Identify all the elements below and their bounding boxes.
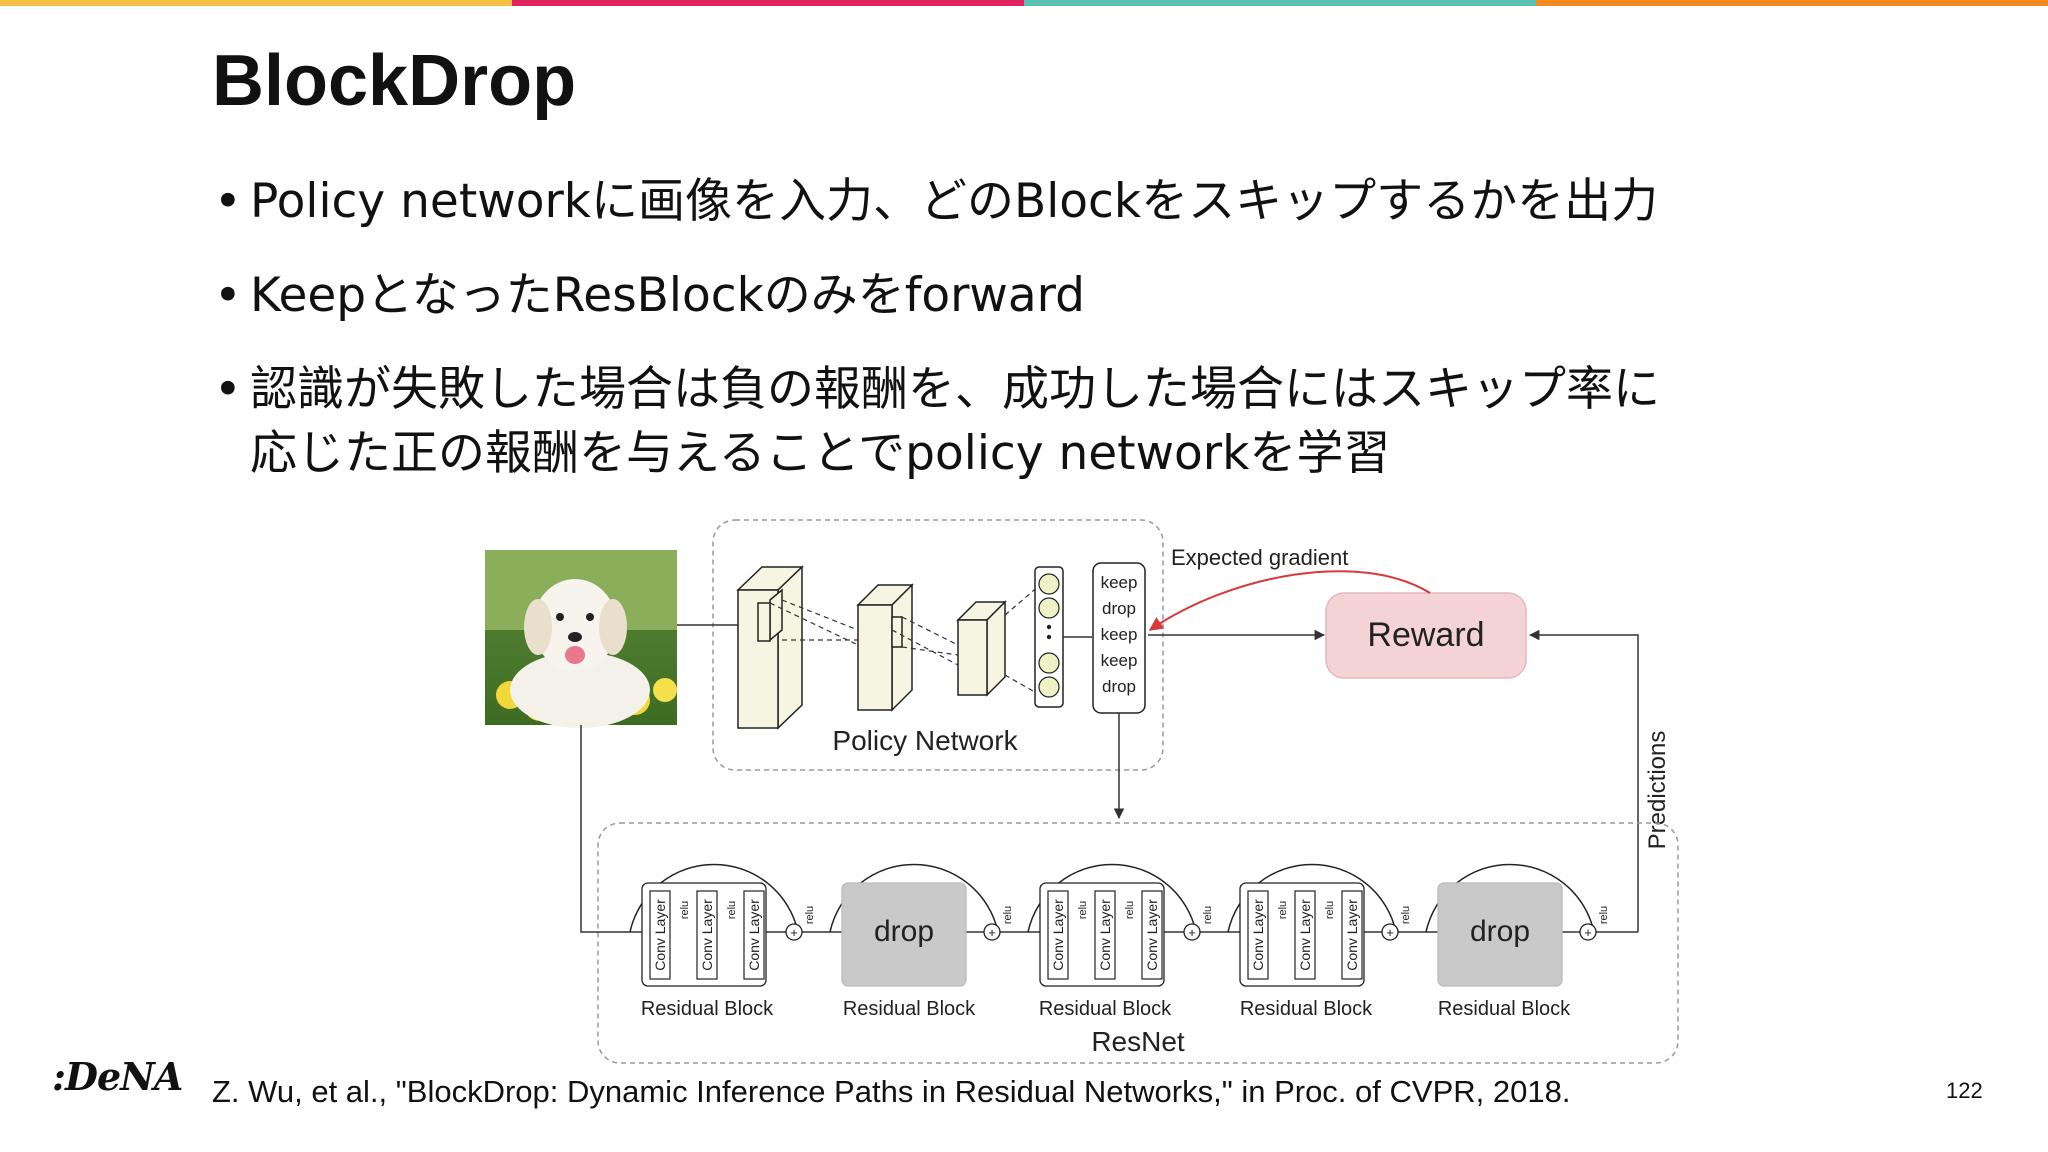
predictions-label: Predictions (1644, 731, 1671, 850)
relu-label: relu (804, 906, 816, 924)
top-bar-segment-2 (512, 0, 1024, 6)
residual-block-label: Residual Block (843, 998, 976, 1020)
residual-block-4: Conv Layer Conv Layer Conv Layer relu re… (1227, 863, 1412, 1020)
conv-layer-label: Conv Layer (1050, 899, 1066, 971)
fc-layer (1034, 566, 1064, 708)
dena-logo: :DeNA (52, 1054, 183, 1099)
bullet-item: Policy networkに画像を入力、どのBlockをスキップするかを出力 (212, 170, 1912, 234)
svg-text:+: + (988, 925, 996, 940)
residual-block-label: Residual Block (1240, 998, 1373, 1020)
conv-layer-label: Conv Layer (652, 899, 668, 971)
svg-text:+: + (1188, 925, 1196, 940)
residual-block-2: drop + relu Residual Block (829, 863, 1014, 1020)
bullet-item: KeepとなったResBlockのみをforward (212, 264, 1912, 328)
resnet-box (597, 822, 1679, 1064)
top-color-bar (0, 0, 2048, 6)
decision-label: drop (1102, 599, 1136, 618)
svg-text:+: + (1386, 925, 1394, 940)
top-bar-segment-1 (0, 0, 512, 6)
resnet-label: ResNet (1091, 1026, 1185, 1057)
conv-layer-label: Conv Layer (1297, 899, 1313, 971)
relu-label: relu (1400, 906, 1412, 924)
expected-gradient-arrow (1148, 570, 1431, 631)
citation: Z. Wu, et al., "BlockDrop: Dynamic Infer… (212, 1074, 1571, 1109)
conv-layer-label: Conv Layer (1250, 899, 1266, 971)
conv-cube-1 (736, 565, 804, 730)
residual-block-3: Conv Layer Conv Layer Conv Layer relu re… (1027, 863, 1214, 1020)
conv-cube-3 (956, 600, 1007, 697)
blockdrop-diagram: keep drop keep keep drop Policy Network … (485, 519, 1679, 1064)
svg-text:+: + (1584, 925, 1592, 940)
conv-layer-label: Conv Layer (1344, 899, 1360, 971)
projection-lines (769, 584, 1041, 696)
residual-block-label: Residual Block (1438, 998, 1571, 1020)
conv-layer-label: Conv Layer (1144, 899, 1160, 971)
top-bar-segment-4 (1536, 0, 2048, 6)
relu-label: relu (726, 901, 738, 919)
top-bar-segment-3 (1024, 0, 1536, 6)
policy-network-label: Policy Network (832, 725, 1018, 756)
residual-block-label: Residual Block (641, 998, 774, 1020)
relu-label: relu (1124, 901, 1136, 919)
conv-layer-label: Conv Layer (1097, 899, 1113, 971)
relu-label: relu (679, 901, 691, 919)
page-number: 122 (1946, 1078, 1983, 1103)
relu-label: relu (1277, 901, 1289, 919)
conv-layer-label: Conv Layer (746, 899, 762, 971)
reward-box (1325, 592, 1527, 679)
drop-label: drop (1470, 915, 1530, 948)
relu-label: relu (1077, 901, 1089, 919)
residual-block-label: Residual Block (1039, 998, 1172, 1020)
decision-label: keep (1101, 651, 1138, 670)
drop-label: drop (874, 915, 934, 948)
svg-text:+: + (790, 925, 798, 940)
dog-image-icon (485, 550, 677, 728)
slide-title: BlockDrop (212, 41, 577, 121)
decision-label: drop (1102, 677, 1136, 696)
conv-layer-label: Conv Layer (699, 899, 715, 971)
relu-label: relu (1202, 906, 1214, 924)
relu-label: relu (1324, 901, 1336, 919)
bullet-list: Policy networkに画像を入力、どのBlockをスキップするかを出力 … (212, 170, 1912, 516)
predictions-arrow (1528, 629, 1639, 932)
decision-label: keep (1101, 625, 1138, 644)
reward-label: Reward (1367, 616, 1484, 654)
decision-label: keep (1101, 573, 1138, 592)
residual-block-5: drop + relu Residual Block (1425, 863, 1610, 1020)
bullet-item: 認識が失敗した場合は負の報酬を、成功した場合にはスキップ率に 応じた正の報酬を与… (212, 358, 1700, 486)
policy-network-box (712, 519, 1164, 771)
expected-gradient-label: Expected gradient (1171, 545, 1348, 570)
residual-block-1: Conv Layer Conv Layer Conv Layer relu re… (629, 863, 816, 1020)
relu-label: relu (1002, 906, 1014, 924)
relu-label: relu (1598, 906, 1610, 924)
